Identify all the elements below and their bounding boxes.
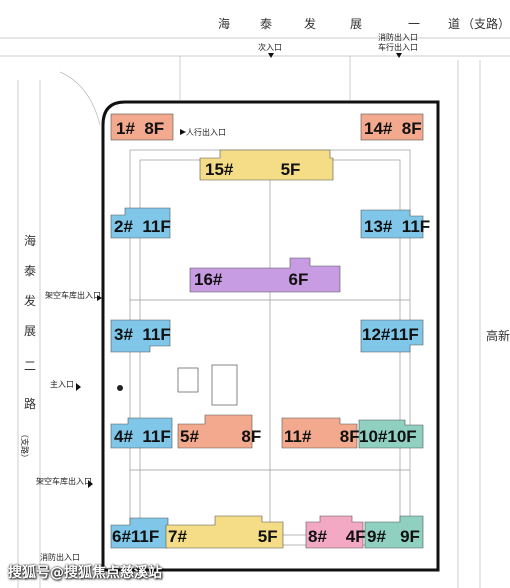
- building-7-label: 7# 5F: [168, 527, 278, 546]
- street-top-char-6: 道: [448, 17, 460, 31]
- entrance-main-arrow: [76, 383, 81, 391]
- road-lines: [0, 37, 510, 588]
- street-left-char-2: 泰: [24, 264, 36, 278]
- street-top-char-4: 展: [350, 17, 362, 31]
- building-11-label: 11# 8F: [284, 427, 360, 446]
- entrance-garage-2: 架空车库出入口: [36, 476, 92, 486]
- building-4: 4# 11F: [110, 417, 173, 449]
- street-top-char-5: 一: [408, 17, 420, 31]
- street-left-char-5: 二: [24, 359, 36, 373]
- street-top-suffix: （支路）: [462, 16, 510, 31]
- building-15: 15# 5F: [199, 149, 334, 181]
- street-right-partial: 高新区: [486, 328, 510, 343]
- street-top-char-2: 泰: [260, 17, 272, 31]
- street-top: 海 泰 发 展 一 道 （支路）: [218, 16, 510, 31]
- building-11: 11# 8F: [281, 417, 360, 449]
- building-5: 5# 8F: [177, 414, 261, 449]
- building-6: 6#11F: [110, 517, 169, 549]
- entrance-fire-bottom: 消防出入口: [40, 552, 80, 562]
- entrance-garage-2-arrow: [88, 480, 93, 488]
- site-boundary: [101, 100, 440, 572]
- entrance-vehicle-top: 车行出入口: [378, 42, 418, 52]
- building-8: 8# 4F: [305, 515, 366, 549]
- building-7: 7# 5F: [165, 515, 284, 549]
- building-16: 16# 6F: [189, 257, 341, 293]
- building-14-label: 14# 8F: [364, 119, 422, 138]
- building-5-label: 5# 8F: [180, 427, 261, 446]
- building-1: 1# 8F: [110, 113, 174, 141]
- building-10: 10#10F: [358, 419, 424, 449]
- building-14: 14# 8F: [360, 113, 424, 141]
- entrance-vehicle-arrow: [396, 53, 402, 58]
- building-13: 13# 11F: [360, 209, 430, 239]
- street-left-char-4: 展: [24, 324, 36, 338]
- street-left: 海 泰 发 展 二 路 （支路）: [20, 233, 36, 462]
- entrance-secondary-arrow: [268, 53, 274, 58]
- building-2-label: 2# 11F: [114, 217, 171, 236]
- entrance-pedestrian-arrow: [180, 129, 186, 135]
- building-6-label: 6#11F: [112, 527, 159, 546]
- building-15-label: 15# 5F: [205, 160, 300, 179]
- building-2: 2# 11F: [110, 207, 171, 239]
- street-left-char-6: 路: [24, 396, 36, 411]
- entrance-garage-1-arrow: [97, 295, 102, 301]
- building-1-label: 1# 8F: [116, 119, 164, 138]
- building-4-label: 4# 11F: [114, 427, 171, 446]
- building-9-label: 9# 9F: [367, 527, 420, 546]
- building-12: 12#11F: [360, 319, 424, 353]
- entrance-secondary-top: 次入口: [258, 42, 282, 52]
- entrance-garage-1: 架空车库出入口: [45, 290, 101, 300]
- entrance-fire-top: 消防出入口: [378, 32, 418, 42]
- building-9: 9# 9F: [364, 515, 424, 549]
- building-16-label: 16# 6F: [194, 270, 308, 289]
- building-3-label: 3# 11F: [114, 325, 171, 344]
- street-left-char-3: 发: [24, 293, 36, 308]
- building-3: 3# 11F: [110, 319, 171, 353]
- street-top-char-3: 发: [304, 16, 316, 31]
- building-8-label: 8# 4F: [308, 527, 366, 546]
- building-10-label: 10#10F: [359, 427, 417, 446]
- street-left-char-1: 海: [24, 233, 36, 248]
- street-top-char-1: 海: [218, 16, 230, 31]
- entrance-main: 主入口: [50, 379, 74, 389]
- watermark: 搜狐号@搜狐焦点慈溪站: [8, 565, 162, 581]
- building-12-label: 12#11F: [362, 325, 419, 344]
- entrance-pedestrian: 人行出入口: [186, 127, 226, 137]
- building-13-label: 13# 11F: [364, 217, 430, 236]
- street-left-suffix: （支路）: [20, 430, 30, 462]
